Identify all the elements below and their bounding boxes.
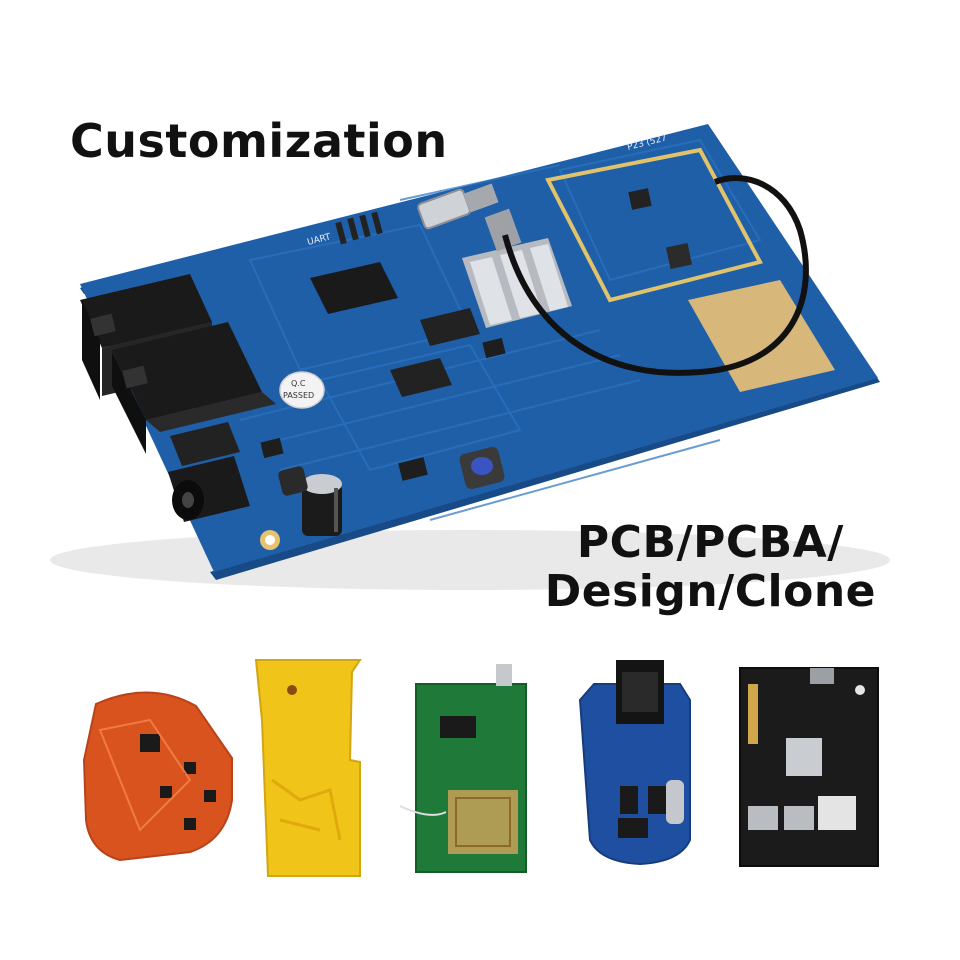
qc-line-2: PASSED <box>283 391 314 400</box>
rf-chip <box>628 188 652 210</box>
green-rf-pcb <box>399 664 527 873</box>
headline-line-pcb: PCB/PCBA/ <box>576 517 844 568</box>
qc-passed-sticker: Q.C PASSED <box>279 371 325 409</box>
main-board-body <box>80 124 878 572</box>
uart-pin-header <box>335 211 383 245</box>
capacitor <box>302 474 342 536</box>
headline-services: PCB/PCBA/ Design/Clone <box>545 518 876 617</box>
inductor-1 <box>278 466 308 496</box>
inductor-2 <box>459 446 505 490</box>
sma-connector <box>417 183 522 252</box>
ethernet-ports <box>80 274 276 454</box>
yellow-flex-pcb <box>254 659 362 877</box>
gold-pad <box>688 280 835 392</box>
antenna-cable <box>502 175 809 376</box>
main-pcb-board: UART P23 (527 Q.C PASSED <box>80 124 880 580</box>
qc-line-1: Q.C <box>291 379 306 388</box>
black-gsm-pcb <box>739 667 879 867</box>
soc-chip <box>310 262 398 314</box>
blue-relay-pcb <box>578 660 691 866</box>
rf-chip-2 <box>665 242 693 270</box>
headline-customization: Customization <box>70 114 448 168</box>
headline-line-design: Design/Clone <box>544 566 876 618</box>
memory-chip-1 <box>390 358 452 397</box>
power-jack <box>168 422 250 522</box>
small-ic-1 <box>398 457 428 481</box>
orange-flex-pcb <box>82 691 233 862</box>
memory-chip-2 <box>420 308 480 346</box>
small-ic-2 <box>260 437 284 459</box>
small-ic-3 <box>482 337 506 359</box>
rf-shield-frame <box>545 147 763 303</box>
